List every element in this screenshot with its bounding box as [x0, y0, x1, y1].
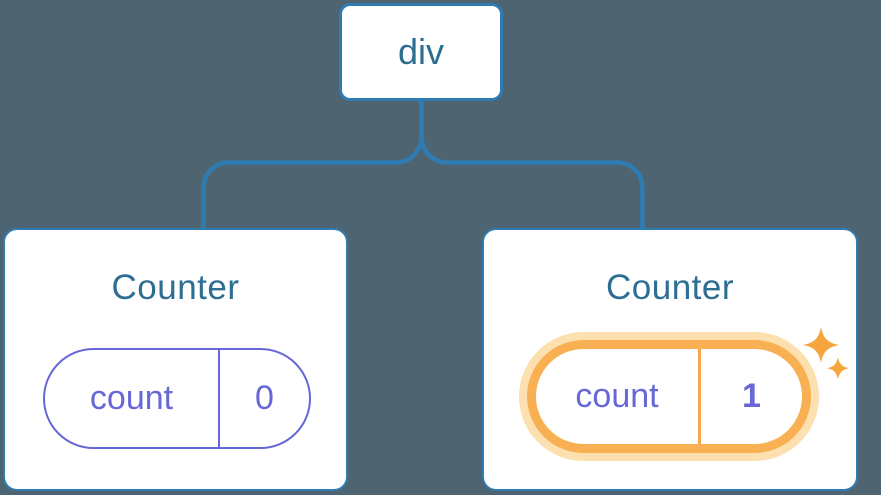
state-value: 0 — [255, 379, 274, 417]
tree-node-div: div — [339, 3, 503, 101]
state-key-label: count — [536, 349, 701, 444]
state-pill-updated: count 1 — [527, 340, 811, 453]
component-title: Counter — [605, 268, 735, 307]
state-value: 1 — [742, 377, 761, 415]
sparkles-icon — [803, 327, 849, 380]
state-key-label: count — [45, 350, 220, 447]
root-node-label: div — [397, 31, 445, 72]
state-pill: count 0 — [43, 348, 311, 449]
component-title: Counter — [111, 268, 240, 307]
counter-card-right: Counter count 1 — [482, 228, 858, 491]
counter-card-left: Counter count 0 — [3, 228, 348, 491]
